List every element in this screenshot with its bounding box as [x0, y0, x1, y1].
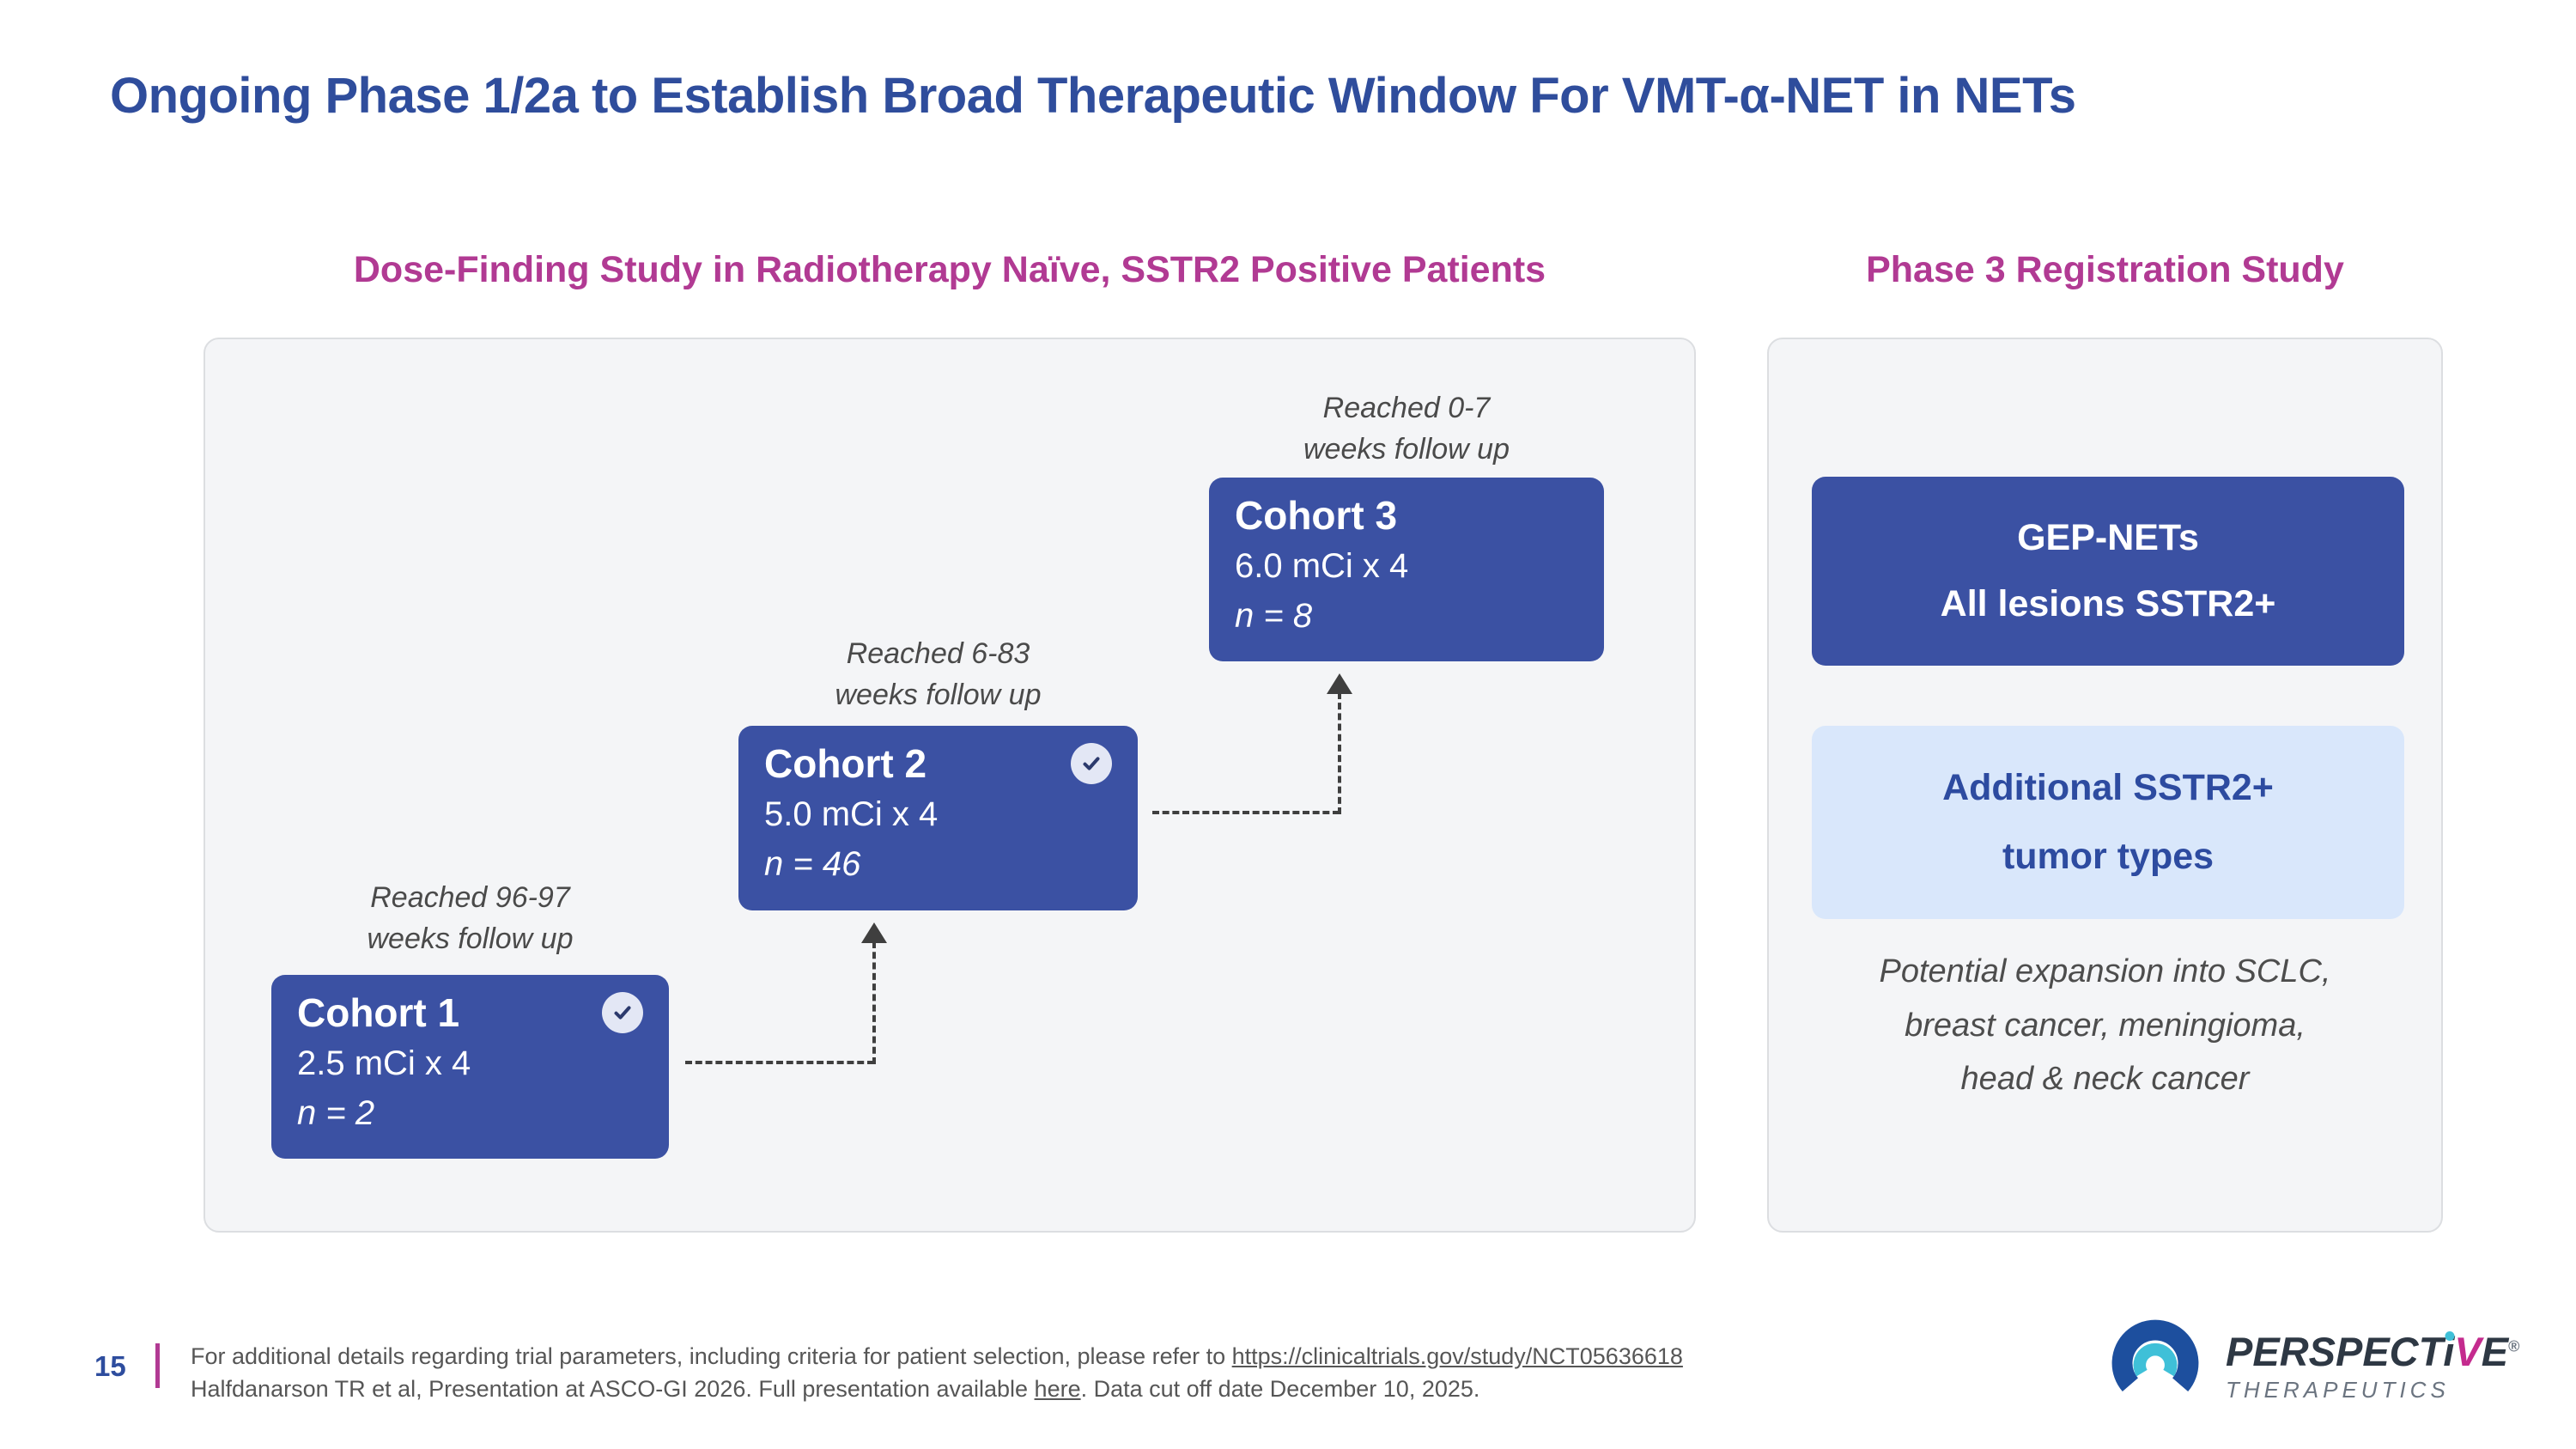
logo-subtitle: THERAPEUTICS	[2226, 1377, 2450, 1403]
arrow-up-icon	[861, 922, 887, 943]
footer-text: For additional details regarding trial p…	[191, 1340, 1683, 1406]
cohort-2-followup-label: Reached 6-83 weeks follow up	[835, 637, 1042, 711]
cohort-1-card: Cohort 1 2.5 mCi x 4 n = 2	[271, 975, 669, 1159]
cohort-2-n: n = 46	[764, 844, 861, 883]
full-presentation-link[interactable]: here	[1034, 1376, 1081, 1403]
page-number: 15	[94, 1350, 126, 1382]
footer-divider	[155, 1343, 160, 1388]
cohort-1-followup-label: Reached 96-97 weeks follow up	[367, 881, 574, 955]
cohort-1-dose: 2.5 mCi x 4	[297, 1044, 471, 1082]
section-header-phase3: Phase 3 Registration Study	[1866, 249, 2344, 290]
cohort-3-title: Cohort 3	[1235, 493, 1398, 538]
footer-line-1: For additional details regarding trial p…	[191, 1343, 1683, 1369]
check-circle-icon	[602, 992, 643, 1033]
additional-tumor-types-box: Additional SSTR2+ tumor types	[1812, 726, 2404, 919]
check-circle-icon	[1071, 743, 1112, 784]
arrow-vertical-segment	[1338, 692, 1341, 814]
cohort-2-card: Cohort 2 5.0 mCi x 4 n = 46	[738, 726, 1138, 910]
arrow-vertical-segment	[872, 941, 876, 1064]
expansion-note: Potential expansion into SCLC, breast ca…	[1879, 953, 2331, 1098]
arrow-up-icon	[1327, 673, 1352, 694]
cohort-3-dose: 6.0 mCi x 4	[1235, 546, 1409, 585]
arrow-horizontal-segment	[1152, 811, 1340, 814]
cohort-3-followup-label: Reached 0-7 weeks follow up	[1303, 392, 1510, 466]
section-header-dose-finding: Dose-Finding Study in Radiotherapy Naïve…	[353, 249, 1546, 290]
cohort-3-card: Cohort 3 6.0 mCi x 4 n = 8	[1209, 478, 1604, 661]
cohort-1-n: n = 2	[297, 1093, 375, 1132]
footer-line-2: Halfdanarson TR et al, Presentation at A…	[191, 1376, 1480, 1403]
page-title: Ongoing Phase 1/2a to Establish Broad Th…	[110, 68, 2076, 124]
cohort-3-n: n = 8	[1235, 596, 1313, 635]
clinicaltrials-link[interactable]: https://clinicaltrials.gov/study/NCT0563…	[1231, 1343, 1683, 1369]
cohort-2-title: Cohort 2	[764, 741, 927, 786]
cohort-1-title: Cohort 1	[297, 990, 460, 1035]
logo-mark-icon	[2111, 1319, 2199, 1391]
cohort-2-dose: 5.0 mCi x 4	[764, 795, 939, 833]
gep-nets-box: GEP-NETs All lesions SSTR2+	[1812, 477, 2404, 666]
arrow-horizontal-segment	[685, 1061, 874, 1064]
logo-wordmark: PERSPECTiVE® THERAPEUTICS	[2226, 1329, 2520, 1403]
